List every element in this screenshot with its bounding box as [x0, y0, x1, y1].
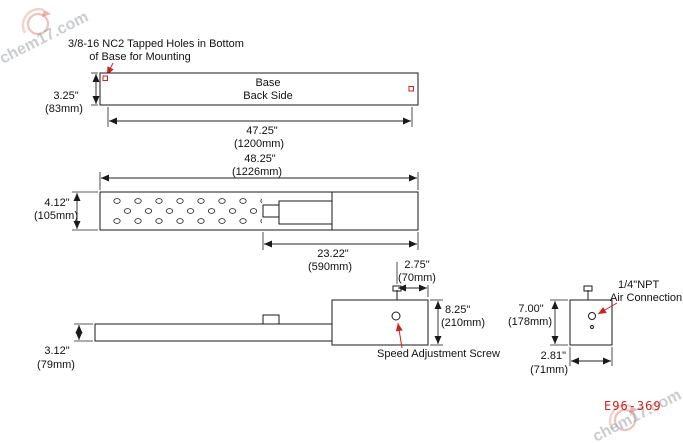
dim-hole-spacing-mm: (1200mm) [234, 138, 284, 150]
dim-end-width-in: 2.81" [541, 350, 566, 362]
drive-end-outline [569, 299, 613, 346]
dim-overall-length-mm: (1226mm) [232, 166, 282, 178]
side-view-feeder: 2.75" (70mm) 8.25" (210mm) 3.12" (79mm) … [37, 259, 500, 371]
chem17-logo-icon [21, 7, 51, 36]
watermark-text: chem17.com [590, 386, 683, 443]
end-view-drive: 7.00" (178mm) 2.81" (71mm) 1/4"NPT Air C… [508, 279, 682, 376]
speed-screw-label: Speed Adjustment Screw [377, 348, 500, 360]
dim-tray-width: 4.12" (105mm) [34, 191, 98, 231]
dim-drive-height-mm: (210mm) [441, 317, 485, 329]
dim-base-height: 3.25" (83mm) [45, 72, 100, 115]
air-connection-label-line1: 1/4"NPT [618, 279, 659, 291]
base-label-line1: Base [255, 77, 280, 89]
chem17-logo-icon [608, 403, 638, 432]
coupling-housing-detail [278, 200, 333, 225]
dim-screw-offset-in: 2.75" [404, 259, 429, 271]
logo-arrow [42, 10, 51, 17]
air-connection-leader-arrow [597, 302, 618, 315]
dim-tray-height-in: 3.12" [44, 345, 69, 357]
dim-end-height: 7.00" (178mm) [508, 299, 568, 346]
dim-hole-spacing-in: 47.25" [246, 125, 278, 137]
speed-screw-leader-arrow [395, 322, 403, 349]
dim-overall-length: 48.25" (1226mm) [99, 153, 419, 190]
logo-arrow [629, 406, 638, 413]
top-view-base: 3/8-16 NC2 Tapped Holes in Bottom of Bas… [45, 38, 419, 150]
dim-end-width-mm: (71mm) [530, 364, 568, 376]
dim-drive-length-in: 23.22" [317, 248, 349, 260]
dim-end-width: 2.81" (71mm) [530, 347, 613, 376]
tray-hole-pattern [112, 196, 262, 226]
dim-tray-width-mm: (105mm) [34, 210, 78, 222]
base-outline [99, 72, 419, 106]
air-connection-port [588, 312, 596, 320]
dim-tray-width-in: 4.12" [44, 197, 69, 209]
tray-side-outline [94, 323, 333, 342]
note-tapped-holes-line1: 3/8-16 NC2 Tapped Holes in Bottom [68, 38, 244, 50]
dim-drive-length-mm: (590mm) [308, 261, 352, 273]
bracket-side-detail [262, 314, 280, 325]
dim-base-height-in: 3.25" [53, 90, 78, 102]
drawing-number: E96-369 [604, 399, 662, 413]
speed-adjustment-screw-port [391, 311, 401, 321]
dim-overall-length-in: 48.25" [244, 153, 276, 165]
dim-base-height-mm: (83mm) [45, 103, 83, 115]
tapped-hole-left [102, 75, 108, 81]
screw-head-end [583, 285, 593, 292]
dim-drive-height-in: 8.25" [445, 304, 470, 316]
air-connection-label-line2: Air Connection [610, 292, 682, 304]
logo-swoosh [21, 7, 45, 34]
drive-body-outline [331, 299, 429, 346]
logo-swoosh [608, 403, 632, 430]
dim-drive-length: 23.22" (590mm) [262, 232, 419, 273]
dim-tray-height-mm: (79mm) [37, 359, 75, 371]
air-bleed-detail [590, 325, 594, 329]
dim-hole-spacing: 47.25" (1200mm) [107, 107, 413, 150]
tapped-hole-right [408, 86, 414, 92]
note-tapped-holes-line2: of Base for Mounting [89, 51, 191, 63]
dim-end-height-in: 7.00" [518, 303, 543, 315]
watermark-bottom-right: chem17.com [590, 386, 683, 443]
dim-drive-height: 8.25" (210mm) [430, 299, 485, 346]
dim-screw-offset: 2.75" (70mm) [396, 259, 436, 297]
dim-tray-height: 3.12" (79mm) [37, 323, 93, 371]
dim-screw-offset-mm: (70mm) [398, 272, 436, 284]
logo-circle [26, 12, 50, 36]
logo-circle [613, 408, 637, 432]
dim-end-height-mm: (178mm) [508, 316, 552, 328]
plan-view-feeder: 48.25" (1226mm) 4.12" (105mm) 23.22" (59… [34, 153, 419, 273]
base-label-line2: Back Side [243, 90, 293, 102]
